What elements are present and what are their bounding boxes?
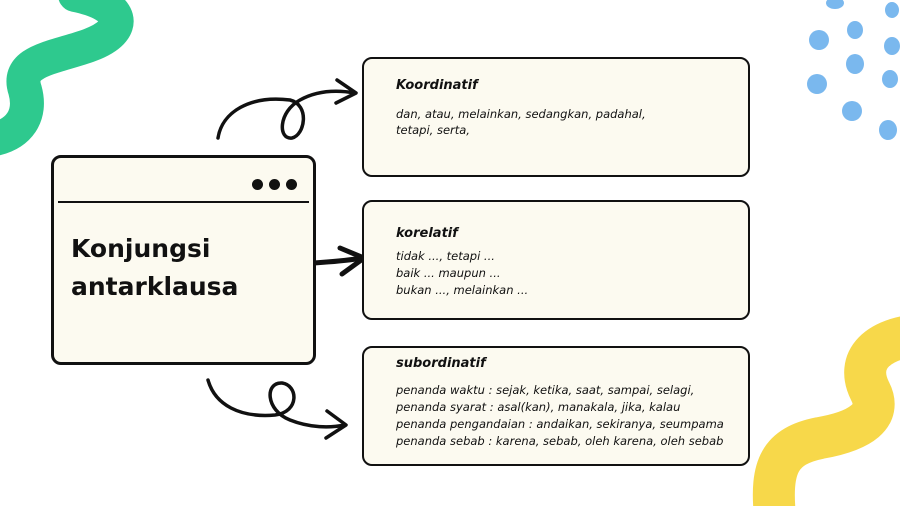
card-subordinatif: subordinatif penanda waktu : sejak, keti…: [362, 346, 750, 466]
card-title: subordinatif: [396, 356, 486, 371]
window-header: [54, 158, 313, 202]
card-line: baik ... maupun ...: [396, 266, 501, 280]
card-line: dan, atau, melainkan, sedangkan, padahal…: [396, 107, 646, 121]
card-line: penanda sebab : karena, sebab, oleh kare…: [396, 434, 724, 448]
main-window-card: Konjungsi antarklausa: [51, 155, 316, 365]
arrow-to-subordinatif: [206, 378, 347, 429]
card-koordinatif: Koordinatif dan, atau, melainkan, sedang…: [362, 57, 750, 177]
card-line: tetapi, serta,: [396, 123, 470, 137]
card-line: penanda syarat : asal(kan), manakala, ji…: [396, 400, 681, 414]
card-line: tidak ..., tetapi ...: [396, 249, 495, 263]
window-divider: [58, 201, 309, 203]
card-korelatif: korelatif tidak ..., tetapi ... baik ...…: [362, 200, 750, 320]
main-title-line-1: Konjungsi: [71, 234, 211, 263]
green-squiggle: [0, 0, 134, 156]
dot: [252, 179, 263, 190]
blue-dots: [807, 0, 900, 140]
yellow-squiggle: [752, 316, 900, 506]
card-line: penanda pengandaian : andaikan, sekirany…: [396, 417, 724, 431]
arrow-to-koordinatif: [216, 89, 357, 140]
card-line: penanda waktu : sejak, ketika, saat, sam…: [396, 383, 695, 397]
dot: [286, 179, 297, 190]
main-title-line-2: antarklausa: [71, 272, 239, 301]
card-title: Koordinatif: [396, 78, 478, 93]
arrowhead-koordinatif: [334, 78, 358, 105]
window-dots-icon: [252, 179, 297, 190]
main-title: Konjungsi antarklausa: [71, 230, 301, 306]
card-title: korelatif: [396, 226, 458, 241]
card-line: bukan ..., melainkan ...: [396, 283, 529, 297]
arrowhead-subordinatif: [324, 409, 348, 440]
dot: [269, 179, 280, 190]
